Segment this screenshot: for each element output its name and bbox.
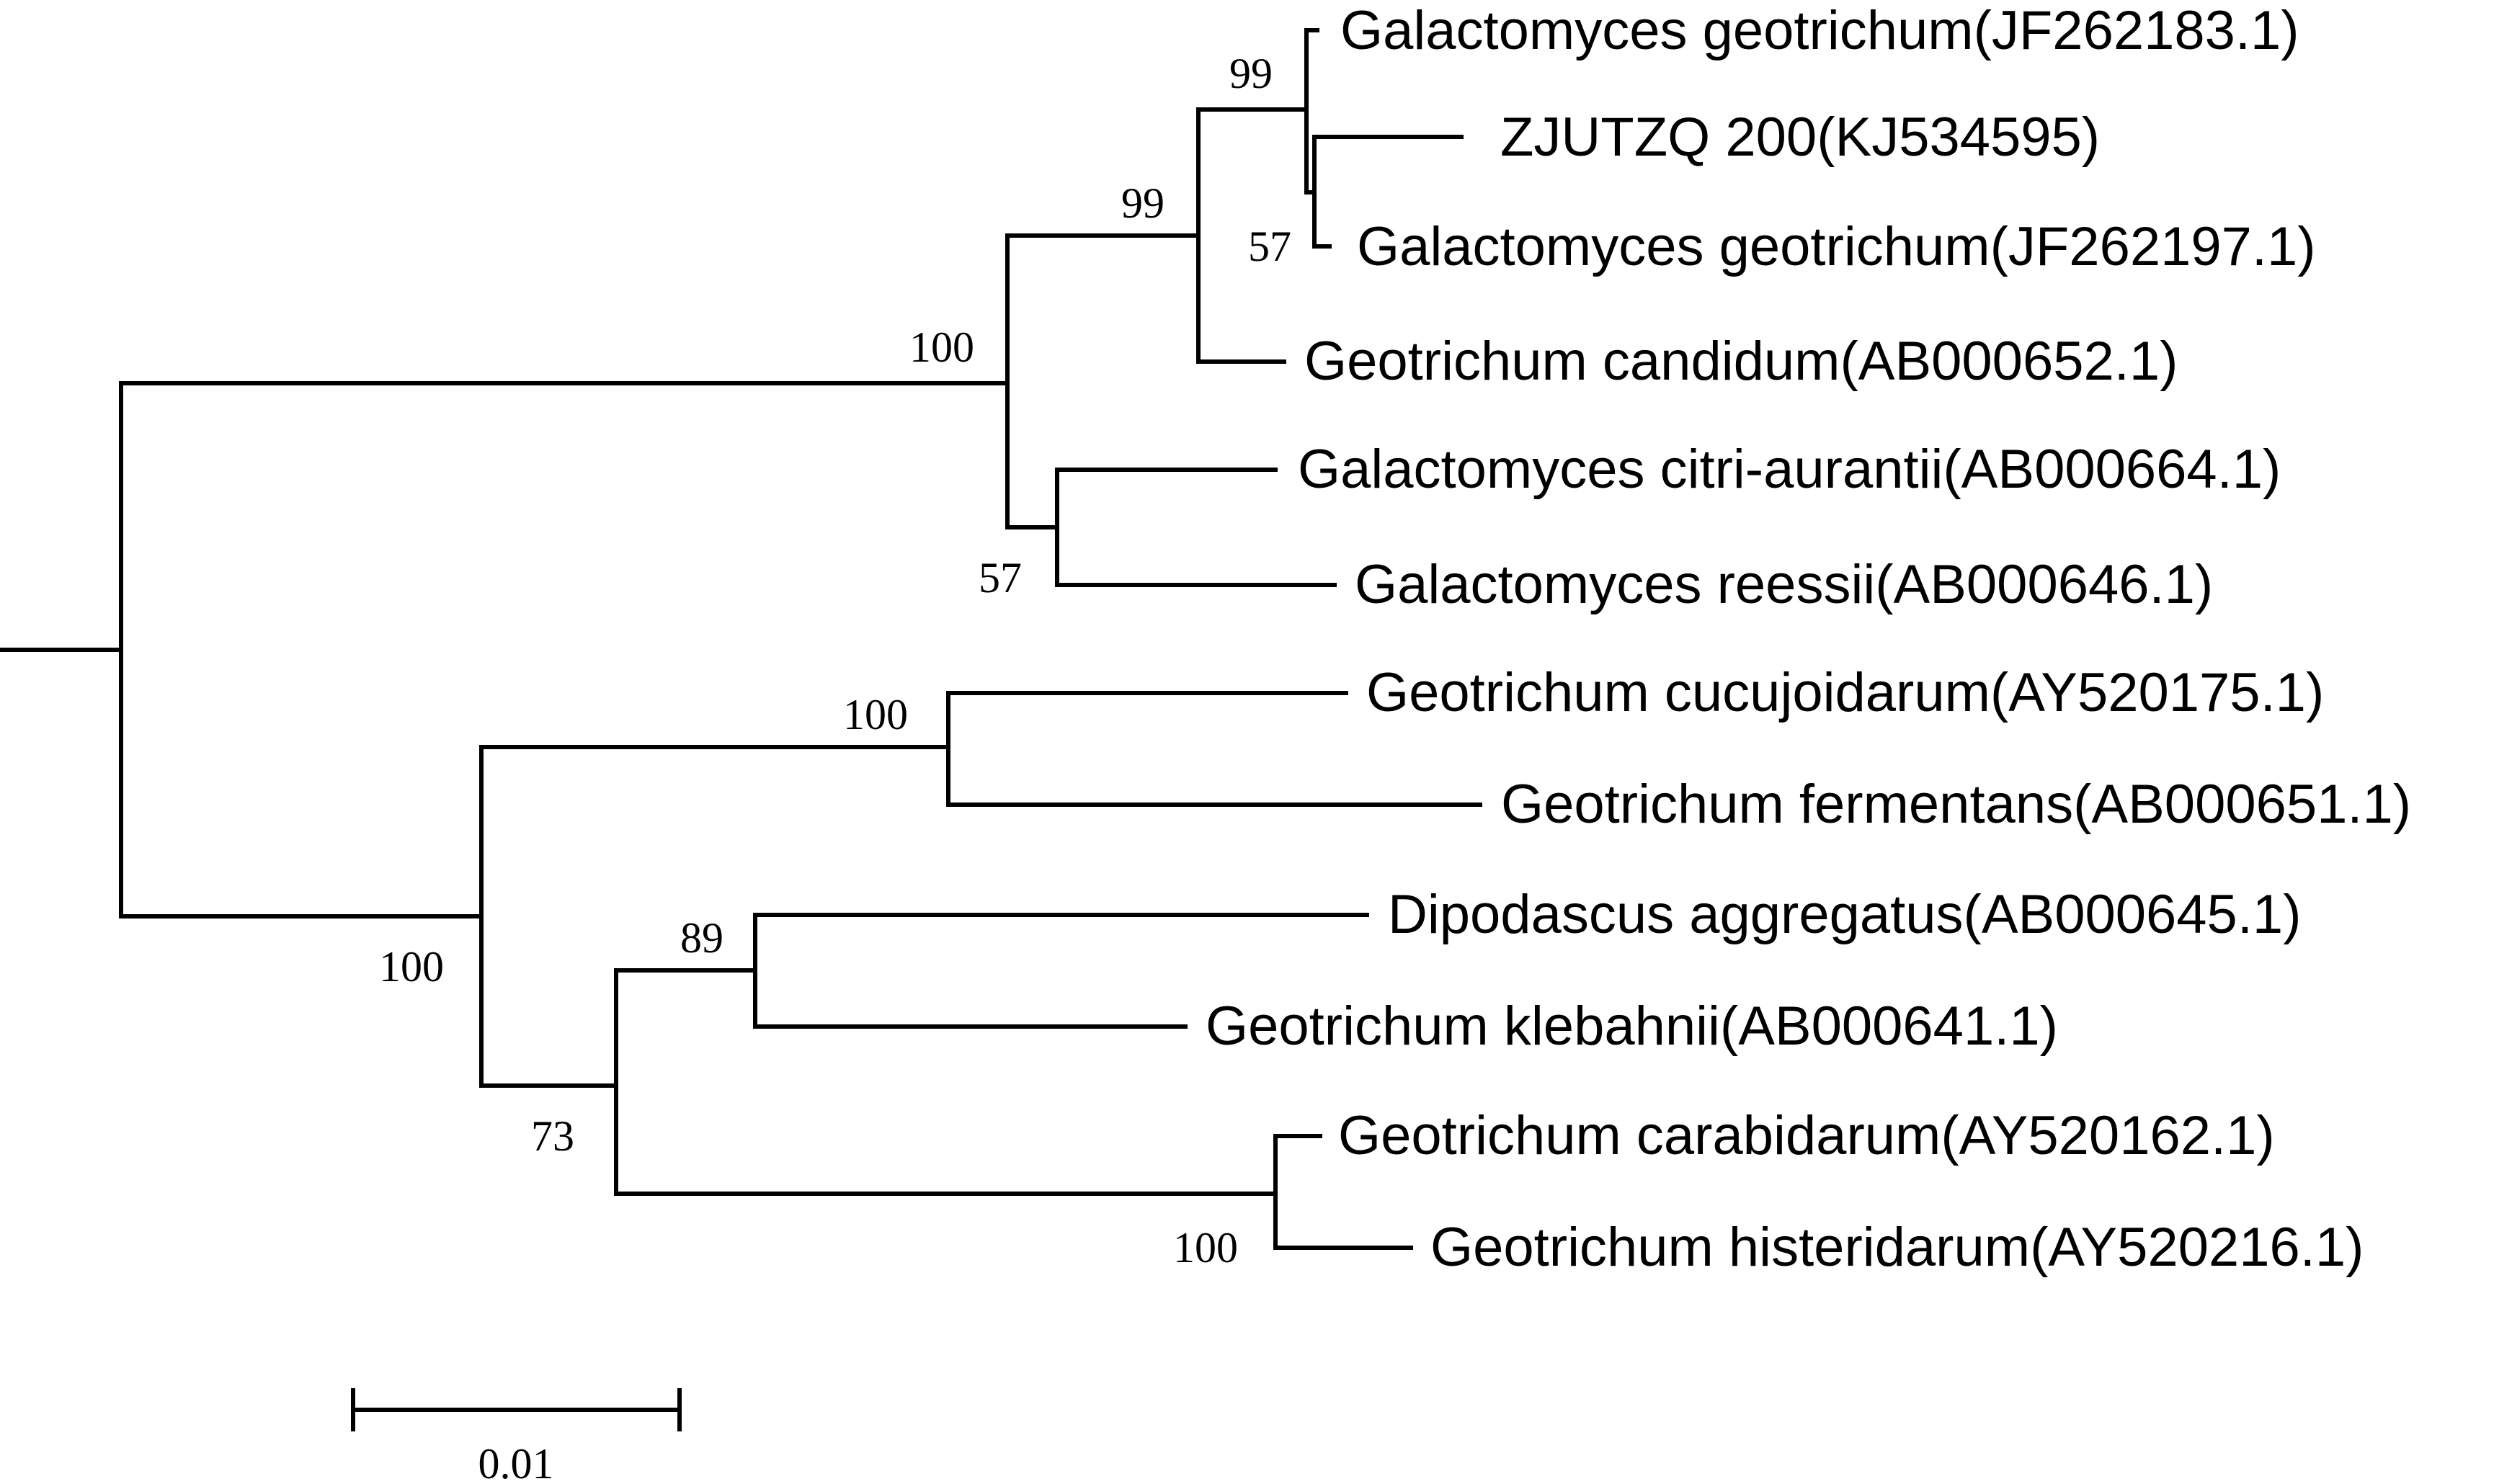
bootstrap-value: 100 [379, 943, 444, 991]
taxon-label: Geotrichum klebahnii(AB000641.1) [1206, 996, 2058, 1057]
bootstrap-value: 100 [909, 323, 974, 371]
bootstrap-value: 73 [531, 1112, 574, 1160]
bootstrap-value: 89 [680, 914, 723, 962]
bootstrap-value: 57 [1248, 223, 1291, 270]
taxon-label: Geotrichum fermentans(AB000651.1) [1501, 774, 2411, 835]
taxon-label: Geotrichum carabidarum(AY520162.1) [1338, 1105, 2275, 1166]
taxon-label: Geotrichum cucujoidarum(AY520175.1) [1366, 662, 2324, 723]
scale-bar: 0.01 [351, 1388, 682, 1484]
taxon-label: Galactomyces reessii(AB000646.1) [1355, 554, 2213, 615]
bootstrap-value: 99 [1121, 179, 1164, 227]
taxon-label: Geotrichum candidum(AB000652.1) [1304, 331, 2178, 392]
bootstrap-value: 100 [1173, 1224, 1238, 1271]
taxon-label: Dipodascus aggregatus(AB000645.1) [1388, 884, 2302, 945]
bootstrap-value: 57 [979, 554, 1022, 602]
taxon-label: Galactomyces citri-aurantii(AB000664.1) [1298, 439, 2281, 500]
taxon-label: Galactomyces geotrichum(JF262197.1) [1357, 216, 2316, 277]
bootstrap-value: 100 [843, 691, 908, 738]
taxon-label: Galactomyces geotrichum(JF262183.1) [1340, 0, 2299, 61]
scale-bar-label: 0.01 [478, 1440, 554, 1484]
taxon-label: Geotrichum histeridarum(AY520216.1) [1430, 1217, 2364, 1278]
taxon-label: ZJUTZQ 200(KJ534595) [1500, 107, 2100, 168]
bootstrap-value: 99 [1229, 50, 1273, 97]
